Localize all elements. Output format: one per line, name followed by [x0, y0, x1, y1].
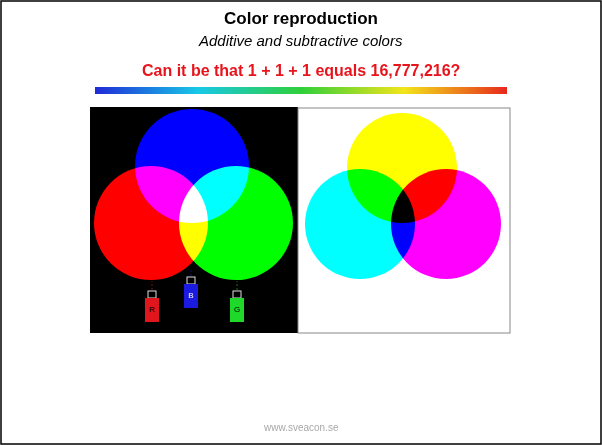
flashlight-letter: B — [188, 292, 193, 300]
website-footer: www.sveacon.se — [264, 422, 338, 434]
flashlight-letter: R — [149, 306, 155, 314]
subtractive-picture — [298, 108, 510, 333]
flashlight-letter: G — [234, 306, 240, 314]
flashlight-body: R — [145, 298, 159, 322]
flashlight-body: B — [184, 284, 198, 308]
question-heading: Can it be that 1 + 1 + 1 equals 16,777,2… — [142, 62, 460, 80]
spectrum-bar — [95, 87, 507, 94]
flashlight-body: G — [230, 298, 244, 322]
additive-picture — [90, 107, 298, 333]
slide-title: Color reproduction — [224, 9, 378, 29]
slide-subtitle: Additive and subtractive colors — [199, 32, 402, 49]
